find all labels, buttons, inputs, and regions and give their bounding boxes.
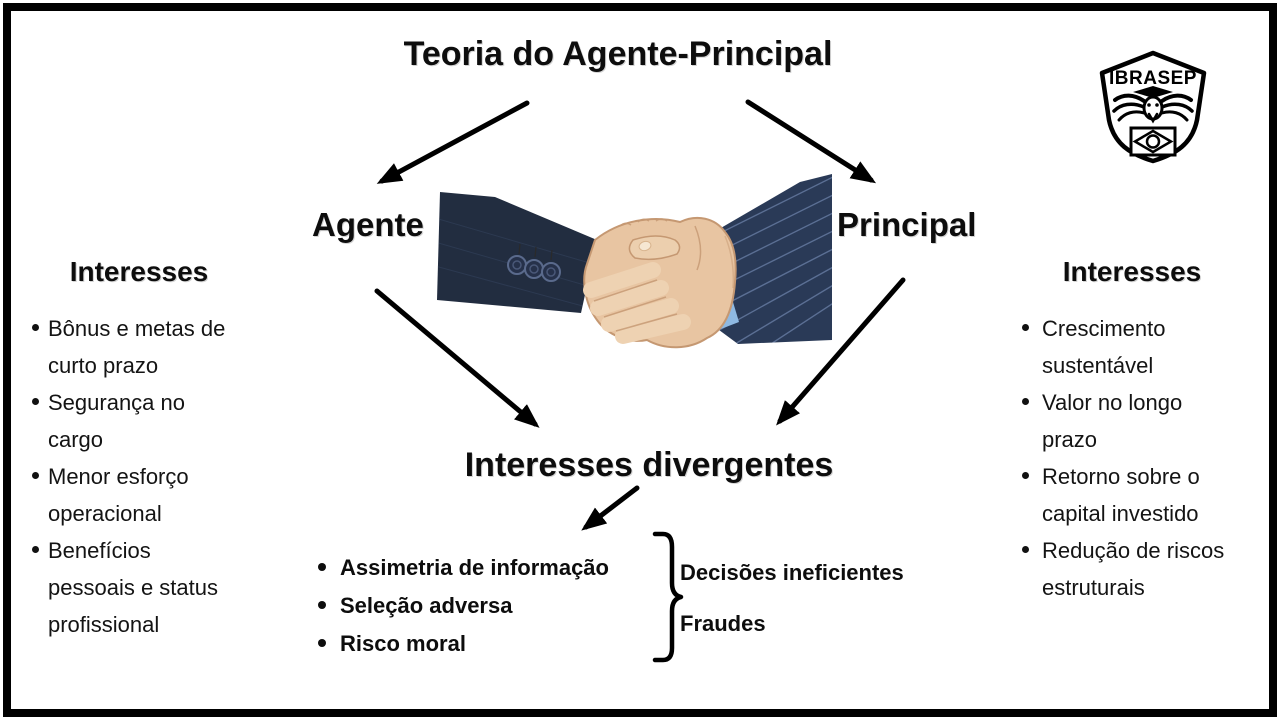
slide-frame bbox=[3, 3, 1277, 717]
agent-interests-list: Bônus e metas de curto prazo Segurança n… bbox=[32, 310, 267, 643]
list-item: Menor esforço operacional bbox=[32, 458, 267, 532]
principal-interests-list: Crescimento sustentável Valor no longo p… bbox=[1022, 310, 1264, 606]
owl-icon bbox=[1112, 86, 1194, 124]
principal-interests-title: Interesses bbox=[1062, 256, 1202, 287]
divergence-consequences: Decisões ineficientes Fraudes bbox=[680, 558, 980, 639]
brazil-flag-icon bbox=[1129, 126, 1177, 157]
handshake-image bbox=[437, 174, 832, 349]
divergent-interests-title: Interesses divergentes bbox=[464, 446, 834, 484]
principal-label: Principal bbox=[837, 206, 977, 243]
page-title: Teoria do Agente-Principal bbox=[403, 35, 833, 73]
consequence-item: Decisões ineficientes bbox=[680, 560, 904, 585]
cuff-buttons-icon bbox=[507, 243, 561, 282]
divergence-causes-list: Assimetria de informação Seleção adversa… bbox=[318, 554, 678, 668]
logo-text: IBRASEP bbox=[1109, 68, 1197, 89]
agent-interests-title: Interesses bbox=[69, 256, 209, 287]
cause-item: Seleção adversa bbox=[318, 592, 678, 620]
list-item: Benefícios pessoais e status profissiona… bbox=[32, 532, 267, 643]
list-item: Valor no longo prazo bbox=[1022, 384, 1264, 458]
ibrasep-logo: IBRASEP bbox=[1099, 50, 1207, 164]
clasped-hands bbox=[583, 216, 737, 349]
list-item: Retorno sobre o capital investido bbox=[1022, 458, 1264, 532]
consequence-item: Fraudes bbox=[680, 611, 766, 636]
list-item: Bônus e metas de curto prazo bbox=[32, 310, 267, 384]
cause-item: Assimetria de informação bbox=[318, 554, 678, 582]
agent-label: Agente bbox=[312, 206, 424, 243]
list-item: Crescimento sustentável bbox=[1022, 310, 1264, 384]
list-item: Segurança no cargo bbox=[32, 384, 267, 458]
list-item: Redução de riscos estruturais bbox=[1022, 532, 1264, 606]
left-suit-sleeve bbox=[437, 192, 597, 313]
cause-item: Risco moral bbox=[318, 630, 678, 658]
